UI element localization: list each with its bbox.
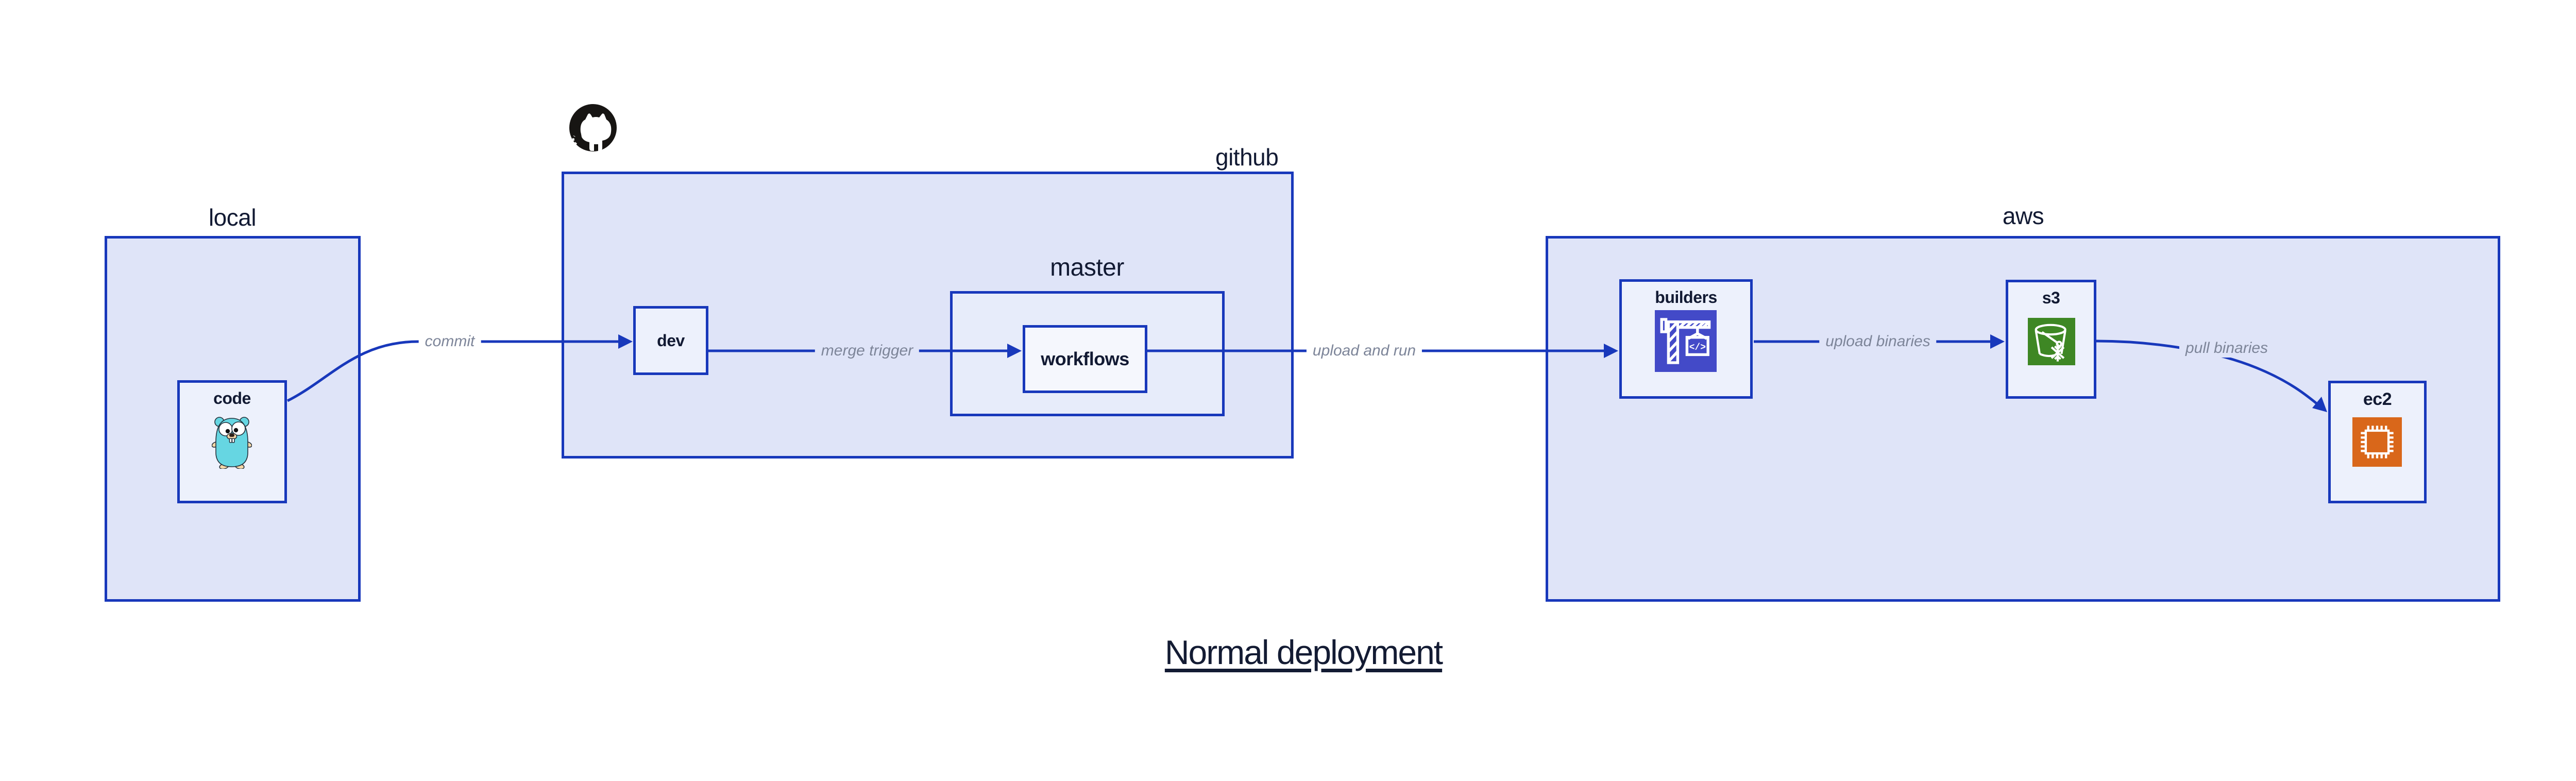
edge-upload-binaries-arrowhead	[1990, 334, 2005, 349]
edge-label-commit: commit	[418, 332, 481, 351]
edge-commit-arrowhead	[618, 334, 633, 349]
node-builders-label: builders	[1655, 288, 1717, 307]
group-label-github: github	[1215, 144, 1279, 171]
edge-commit-line	[286, 340, 619, 402]
edge-pull-binaries-line	[2096, 339, 2319, 406]
node-dev-label: dev	[657, 331, 685, 350]
github-octocat-icon	[569, 104, 617, 151]
aws-codebuild-icon: </>	[1655, 310, 1717, 372]
edge-upload-and-run-arrowhead	[1604, 344, 1618, 358]
node-code-label: code	[213, 389, 251, 408]
node-workflows: workflows	[1023, 325, 1147, 393]
edge-label-upload-and-run: upload and run	[1306, 342, 1422, 360]
edge-label-pull-binaries: pull binaries	[2179, 339, 2275, 358]
edge-merge-trigger-arrowhead	[1007, 344, 1022, 358]
group-label-aws: aws	[2002, 202, 2044, 229]
node-s3-label: s3	[2042, 288, 2060, 307]
group-label-local: local	[208, 204, 257, 231]
aws-s3-glacier-bucket-icon	[2028, 318, 2075, 365]
node-code: code	[177, 380, 287, 503]
edge-pull-binaries-arrowhead	[2312, 397, 2327, 412]
diagram-title: Normal deployment	[1164, 633, 1443, 671]
edge-label-merge-trigger: merge trigger	[815, 342, 920, 360]
aws-ec2-chip-icon	[2352, 417, 2402, 467]
node-workflows-label: workflows	[1041, 348, 1129, 369]
edge-label-upload-binaries: upload binaries	[1819, 332, 1937, 351]
group-label-master: master	[1050, 254, 1124, 281]
node-dev: dev	[633, 306, 708, 375]
go-gopher-icon	[212, 417, 252, 469]
codebuild-code-glyph: </>	[1689, 343, 1706, 353]
node-ec2-label: ec2	[2363, 389, 2392, 409]
